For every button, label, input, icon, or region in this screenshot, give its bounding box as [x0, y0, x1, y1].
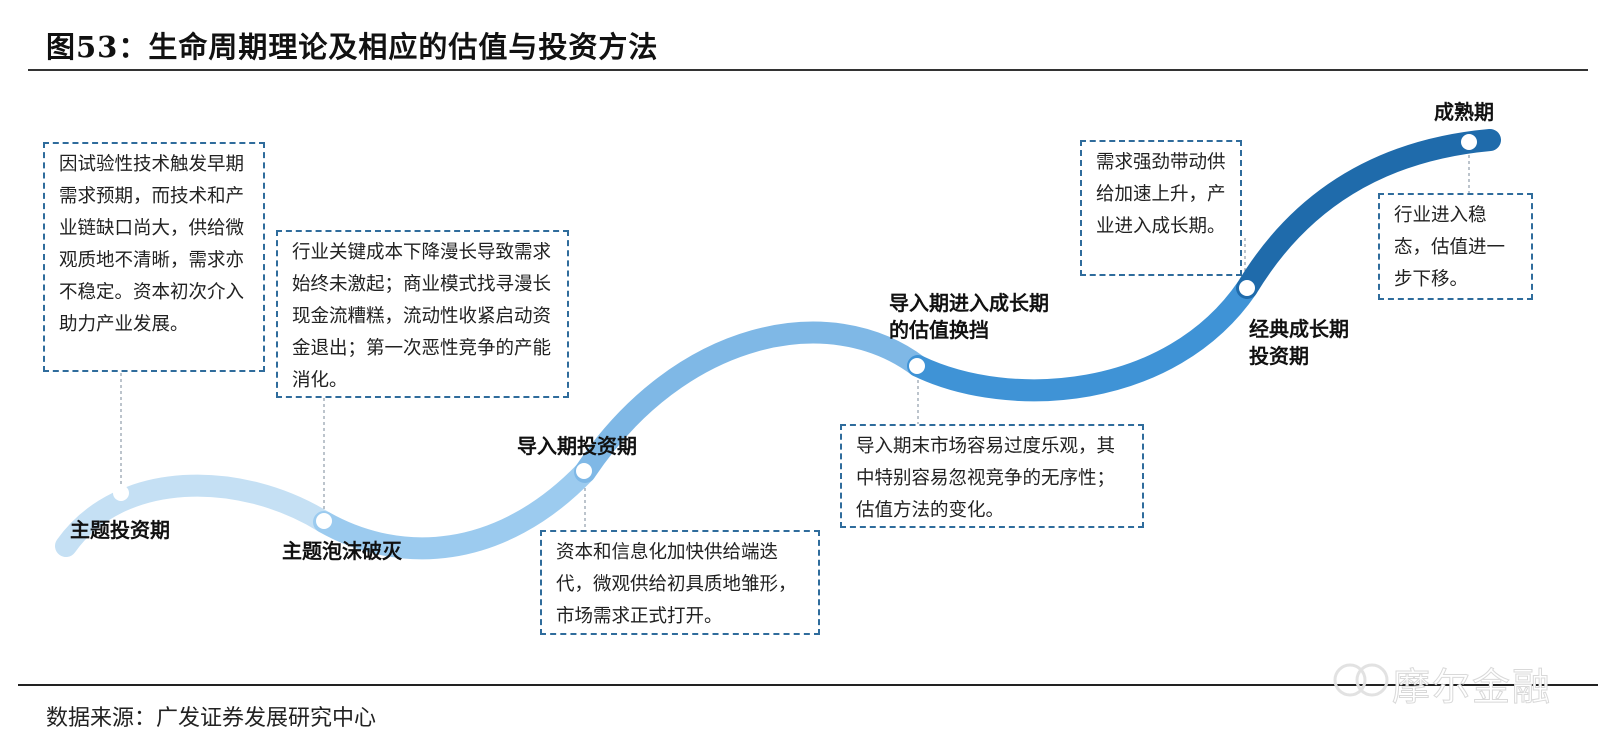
stage-label-classic-growth: 经典成长期 投资期	[1249, 316, 1349, 370]
stage-label-line1: 经典成长期	[1249, 317, 1349, 341]
note-box-intro: 资本和信息化加快供给端迭代，微观供给初具质地雏形，市场需求正式打开。	[540, 530, 820, 635]
stage-label-maturity: 成熟期	[1434, 100, 1494, 124]
stage-label-intro-investment: 导入期投资期	[517, 434, 637, 458]
curve-segment-intro	[574, 321, 929, 483]
watermark-logo-icon	[1333, 663, 1389, 697]
node-intro	[576, 463, 592, 479]
node-transition	[909, 358, 925, 374]
figure-title: 图53：生命周期理论及相应的估值与投资方法	[46, 30, 659, 64]
footer-divider	[18, 684, 1598, 686]
node-growth	[1239, 280, 1255, 296]
curve-segment-transition	[907, 277, 1258, 402]
stage-label-line2: 投资期	[1249, 344, 1309, 368]
node-theme	[113, 485, 129, 501]
note-box-bubble: 行业关键成本下降漫长导致需求始终未激起；商业模式找寻漫长现金流糟糕，流动性收紧启…	[276, 230, 569, 398]
curve-segment-growth	[1236, 129, 1501, 299]
note-box-transition: 导入期末市场容易过度乐观，其中特别容易忽视竞争的无序性；估值方法的变化。	[840, 424, 1144, 528]
data-source: 数据来源：广发证券发展研究中心	[46, 706, 377, 731]
curve-segment-theme	[55, 474, 335, 557]
stage-label-theme-investment: 主题投资期	[70, 518, 170, 542]
node-mature	[1461, 134, 1477, 150]
node-bubble	[316, 513, 332, 529]
note-box-growth: 需求强劲带动供给加速上升，产业进入成长期。	[1080, 140, 1242, 276]
stage-nodes	[113, 134, 1477, 529]
title-divider	[28, 69, 1588, 71]
note-box-maturity: 行业进入稳态，估值进一步下移。	[1378, 193, 1533, 300]
curve-segment-bubble	[313, 461, 596, 560]
note-box-theme: 因试验性技术触发早期需求预期，而技术和产业链缺口尚大，供给微观质地不清晰，需求亦…	[43, 142, 265, 372]
stage-label-line2: 的估值换挡	[889, 318, 989, 342]
stage-label-line1: 导入期进入成长期	[889, 291, 1049, 315]
watermark-text: 摩尔金融	[1391, 665, 1553, 710]
stage-label-valuation-shift: 导入期进入成长期 的估值换挡	[889, 290, 1049, 344]
stage-label-theme-bubble-burst: 主题泡沫破灭	[282, 539, 402, 563]
